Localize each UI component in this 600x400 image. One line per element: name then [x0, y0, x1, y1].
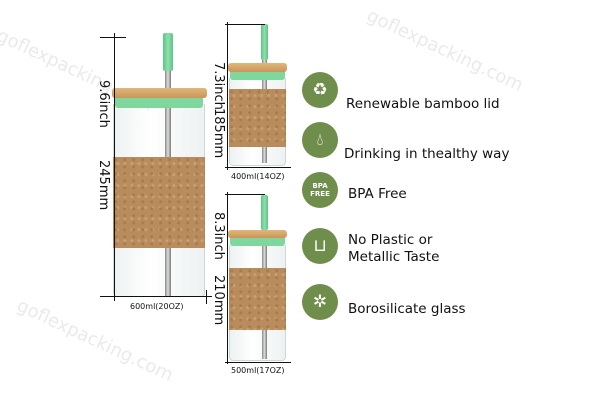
lid-seal — [230, 70, 285, 80]
feature-item: ✲ Borosilicate glass — [302, 284, 466, 320]
feature-label: Drinking in thealthy way — [344, 146, 510, 162]
feature-item: ⊔ No Plastic or Metallic Taste — [302, 226, 458, 266]
straw-tip — [163, 33, 173, 71]
feature-label: Borosilicate glass — [348, 300, 466, 317]
height-mm: 185mm — [211, 108, 226, 159]
dimension-line — [225, 362, 291, 363]
dimension-line — [227, 192, 228, 364]
feature-label: Renewable bamboo lid — [346, 96, 500, 112]
water-drop-icon: 💧︎ — [302, 121, 338, 158]
feature-label: BPA Free — [348, 185, 407, 202]
feature-label: No Plastic or Metallic Taste — [348, 232, 440, 265]
cork-sleeve — [229, 89, 286, 147]
dimension-line — [100, 37, 126, 38]
lid-seal — [115, 96, 203, 108]
recycle-icon: ♻ — [302, 71, 338, 108]
dimension-line — [206, 290, 207, 304]
height-mm: 245mm — [96, 160, 111, 211]
bamboo-lid — [228, 230, 287, 238]
bamboo-lid — [112, 88, 207, 98]
height-inch: 9.6inch — [96, 80, 111, 128]
dimension-line — [227, 22, 228, 170]
sun-snowflake-icon: ✲ — [302, 284, 338, 320]
dimension-line — [225, 24, 265, 25]
dimension-line — [225, 167, 291, 168]
height-mm: 210mm — [211, 275, 226, 326]
height-inch: 8.3inch — [211, 212, 226, 260]
lid-seal — [230, 237, 285, 246]
feature-item: ♻ Renewable bamboo lid — [302, 66, 500, 113]
feature-item: 💧︎ Drinking in thealthy way — [302, 116, 509, 163]
capacity-label: 600ml(20OZ) — [130, 302, 184, 311]
height-inch: 7.3inch — [211, 62, 226, 110]
dimension-line — [100, 296, 212, 297]
dimension-line — [225, 194, 265, 195]
measuring-cup-icon: ⊔ — [302, 228, 338, 264]
straw-tip — [261, 24, 268, 60]
capacity-label: 400ml(14OZ) — [231, 172, 285, 181]
cork-sleeve — [113, 157, 205, 248]
bamboo-lid — [228, 63, 287, 72]
straw-tip — [261, 195, 268, 230]
capacity-label: 500ml(17OZ) — [231, 366, 285, 375]
cork-sleeve — [229, 268, 286, 330]
dimension-line — [114, 33, 115, 301]
